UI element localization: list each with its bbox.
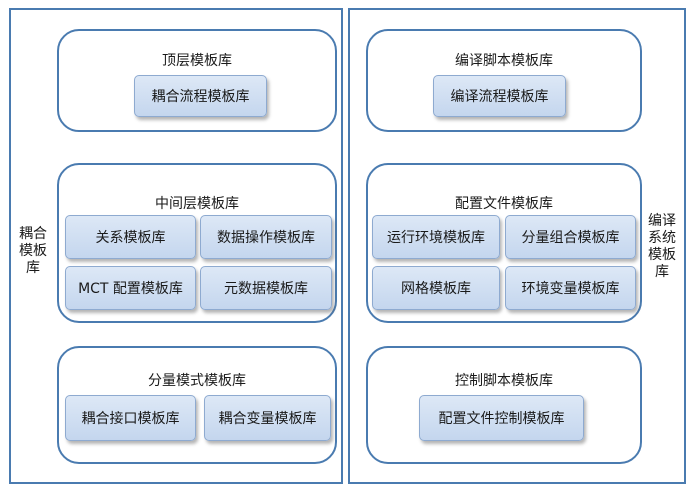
runtime-env-template-box: 运行环境模板库 bbox=[372, 215, 500, 259]
coupling-interface-template-box: 耦合接口模板库 bbox=[65, 395, 196, 441]
group-title: 分量模式模板库 bbox=[148, 373, 246, 389]
group-title: 配置文件模板库 bbox=[455, 196, 553, 212]
config-file-template-group: 配置文件模板库 运行环境模板库 分量组合模板库 网格模板库 环境变量模板库 bbox=[366, 163, 642, 323]
relation-template-box: 关系模板库 bbox=[65, 215, 196, 259]
mct-config-template-box: MCT 配置模板库 bbox=[65, 266, 196, 310]
control-script-template-group: 控制脚本模板库 配置文件控制模板库 bbox=[366, 346, 642, 464]
group-title: 中间层模板库 bbox=[155, 196, 239, 212]
component-combination-template-box: 分量组合模板库 bbox=[505, 215, 636, 259]
component-mode-template-group: 分量模式模板库 耦合接口模板库 耦合变量模板库 bbox=[57, 346, 337, 464]
coupling-template-library-label: 耦合 模板 库 bbox=[19, 226, 47, 276]
top-level-template-group: 顶层模板库 耦合流程模板库 bbox=[57, 29, 337, 132]
grid-template-box: 网格模板库 bbox=[372, 266, 500, 310]
metadata-template-box: 元数据模板库 bbox=[200, 266, 332, 310]
compile-script-template-group: 编译脚本模板库 编译流程模板库 bbox=[366, 29, 642, 132]
middle-layer-template-group: 中间层模板库 关系模板库 数据操作模板库 MCT 配置模板库 元数据模板库 bbox=[57, 163, 337, 323]
group-title: 顶层模板库 bbox=[162, 53, 232, 69]
group-title: 控制脚本模板库 bbox=[455, 373, 553, 389]
compile-flow-template-box: 编译流程模板库 bbox=[433, 75, 566, 117]
group-title: 编译脚本模板库 bbox=[455, 53, 553, 69]
env-variable-template-box: 环境变量模板库 bbox=[505, 266, 636, 310]
config-file-control-template-box: 配置文件控制模板库 bbox=[419, 395, 584, 441]
data-operation-template-box: 数据操作模板库 bbox=[200, 215, 332, 259]
coupling-variable-template-box: 耦合变量模板库 bbox=[204, 395, 331, 441]
coupling-flow-template-box: 耦合流程模板库 bbox=[134, 75, 267, 117]
compile-system-template-library-panel: 编译 系统 模板 库 编译脚本模板库 编译流程模板库 配置文件模板库 运行环境模… bbox=[348, 8, 686, 484]
compile-system-template-library-label: 编译 系统 模板 库 bbox=[648, 213, 676, 280]
coupling-template-library-panel: 耦合 模板 库 顶层模板库 耦合流程模板库 中间层模板库 关系模板库 数据操作模… bbox=[9, 8, 343, 484]
